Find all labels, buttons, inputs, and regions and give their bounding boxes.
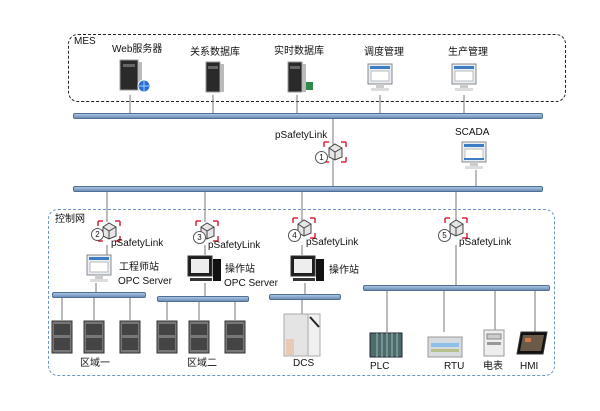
plc-icon bbox=[369, 332, 403, 358]
dcs-cabinet-icon bbox=[283, 313, 321, 357]
hmi-icon bbox=[516, 331, 548, 355]
field-device-bus bbox=[363, 285, 550, 291]
web-server-label: Web服务器 bbox=[112, 44, 163, 55]
operator-station-1-opc-label: OPC Server bbox=[224, 278, 278, 289]
electric-meter-icon bbox=[483, 329, 505, 357]
dcs-bus bbox=[269, 294, 341, 300]
enterprise-bus bbox=[73, 113, 543, 119]
gateway-2-label: pSafetyLink bbox=[111, 238, 164, 249]
engineer-station-opc-label: OPC Server bbox=[118, 276, 172, 287]
gateway-1-label: pSafetyLink bbox=[275, 130, 328, 141]
rtu-label: RTU bbox=[444, 361, 465, 372]
operator-station-icon bbox=[187, 255, 221, 281]
dispatch-label: 调度管理 bbox=[364, 47, 404, 58]
area-2-label: 区域二 bbox=[187, 358, 217, 369]
engineer-station-label: 工程师站 bbox=[119, 262, 159, 273]
controller-rack-icon bbox=[224, 320, 246, 354]
control-network-label: 控制网 bbox=[55, 214, 85, 225]
gateway-5-number-badge: 5 bbox=[438, 229, 451, 242]
dcs-label: DCS bbox=[293, 358, 315, 369]
rtu-icon bbox=[427, 336, 463, 358]
gateway-4-label: pSafetyLink bbox=[306, 237, 359, 248]
gateway-2-number-badge: 2 bbox=[91, 228, 104, 241]
area-1-bus bbox=[52, 292, 146, 298]
controller-rack-icon bbox=[83, 320, 105, 354]
mes-zone bbox=[68, 34, 566, 102]
electric-meter-label: 电表 bbox=[483, 361, 503, 372]
gateway-device-icon bbox=[323, 141, 347, 163]
area-1-label: 区域一 bbox=[80, 358, 110, 369]
operator-station-icon bbox=[290, 255, 324, 281]
mes-zone-label: MES bbox=[74, 36, 96, 47]
plc-label: PLC bbox=[370, 361, 390, 372]
production-label: 生产管理 bbox=[448, 47, 488, 58]
gateway-4-number-badge: 4 bbox=[288, 229, 301, 242]
workstation-icon bbox=[367, 63, 393, 91]
controller-rack-icon bbox=[188, 320, 210, 354]
area-2-bus bbox=[157, 296, 249, 302]
engineer-station-icon bbox=[86, 254, 112, 282]
workstation-icon bbox=[451, 63, 477, 91]
scada-workstation-icon bbox=[461, 141, 487, 169]
gateway-3-number-badge: 3 bbox=[193, 231, 206, 244]
relational-db-label: 关系数据库 bbox=[190, 47, 240, 58]
gateway-5-label: pSafetyLink bbox=[459, 237, 512, 248]
gateway-1-number-badge: 1 bbox=[315, 151, 328, 164]
controller-rack-icon bbox=[156, 320, 178, 354]
server-globe-icon bbox=[119, 59, 151, 93]
controller-rack-icon bbox=[119, 320, 141, 354]
operator-station-2-label: 操作站 bbox=[329, 265, 359, 276]
controller-rack-icon bbox=[51, 320, 73, 354]
hmi-label: HMI bbox=[520, 361, 539, 372]
operator-station-1-label: 操作站 bbox=[225, 264, 255, 275]
server-db-icon bbox=[287, 61, 313, 93]
plant-bus bbox=[73, 186, 543, 192]
gateway-3-label: pSafetyLink bbox=[208, 240, 261, 251]
realtime-db-label: 实时数据库 bbox=[274, 46, 324, 57]
scada-label: SCADA bbox=[455, 127, 490, 138]
server-icon bbox=[205, 61, 224, 93]
